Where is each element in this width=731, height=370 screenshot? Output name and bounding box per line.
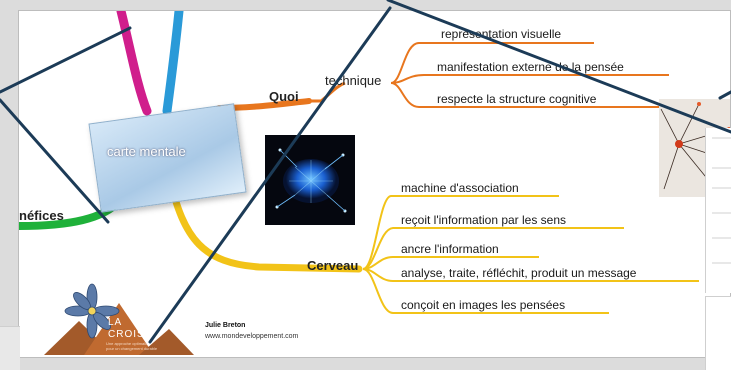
- logo-text-la: LA: [108, 317, 123, 328]
- topic-item: machine d'association: [401, 181, 519, 195]
- left-branch-label: néfices: [19, 208, 64, 223]
- credit-author: Julie Breton: [205, 322, 246, 329]
- left-edge-strip: [0, 326, 20, 370]
- branch-quoi-label: Quoi: [269, 89, 299, 104]
- right-side-panel: [705, 128, 731, 293]
- branch-cerveau-label: Cerveau: [307, 258, 359, 273]
- right-side-panel-lower: [705, 296, 731, 370]
- brain-image: [265, 135, 355, 225]
- topic-item: manifestation externe de la pensée: [437, 60, 624, 74]
- topic-item: respecte la structure cognitive: [437, 92, 597, 106]
- topic-item: analyse, traite, réfléchit, produit un m…: [401, 266, 637, 280]
- branch-technique-label: technique: [325, 73, 382, 88]
- topic-item: reçoit l'information par les sens: [401, 213, 567, 227]
- logo-tagline: pour un changement durable: [106, 346, 158, 351]
- credit-url: www.mondeveloppement.com: [205, 333, 299, 340]
- central-topic: carte mentale: [107, 144, 186, 159]
- logo-text-croisee: CROISÉE: [108, 329, 161, 340]
- topic-item: conçoit en images les pensées: [401, 298, 566, 312]
- logo-tagline: Une approche optimale: [106, 341, 148, 346]
- mindmap-slide: carte mentale néfices Quoi technique rep…: [18, 10, 731, 358]
- topic-item: représentation visuelle: [441, 27, 562, 41]
- topic-item: ancre l'information: [401, 242, 499, 256]
